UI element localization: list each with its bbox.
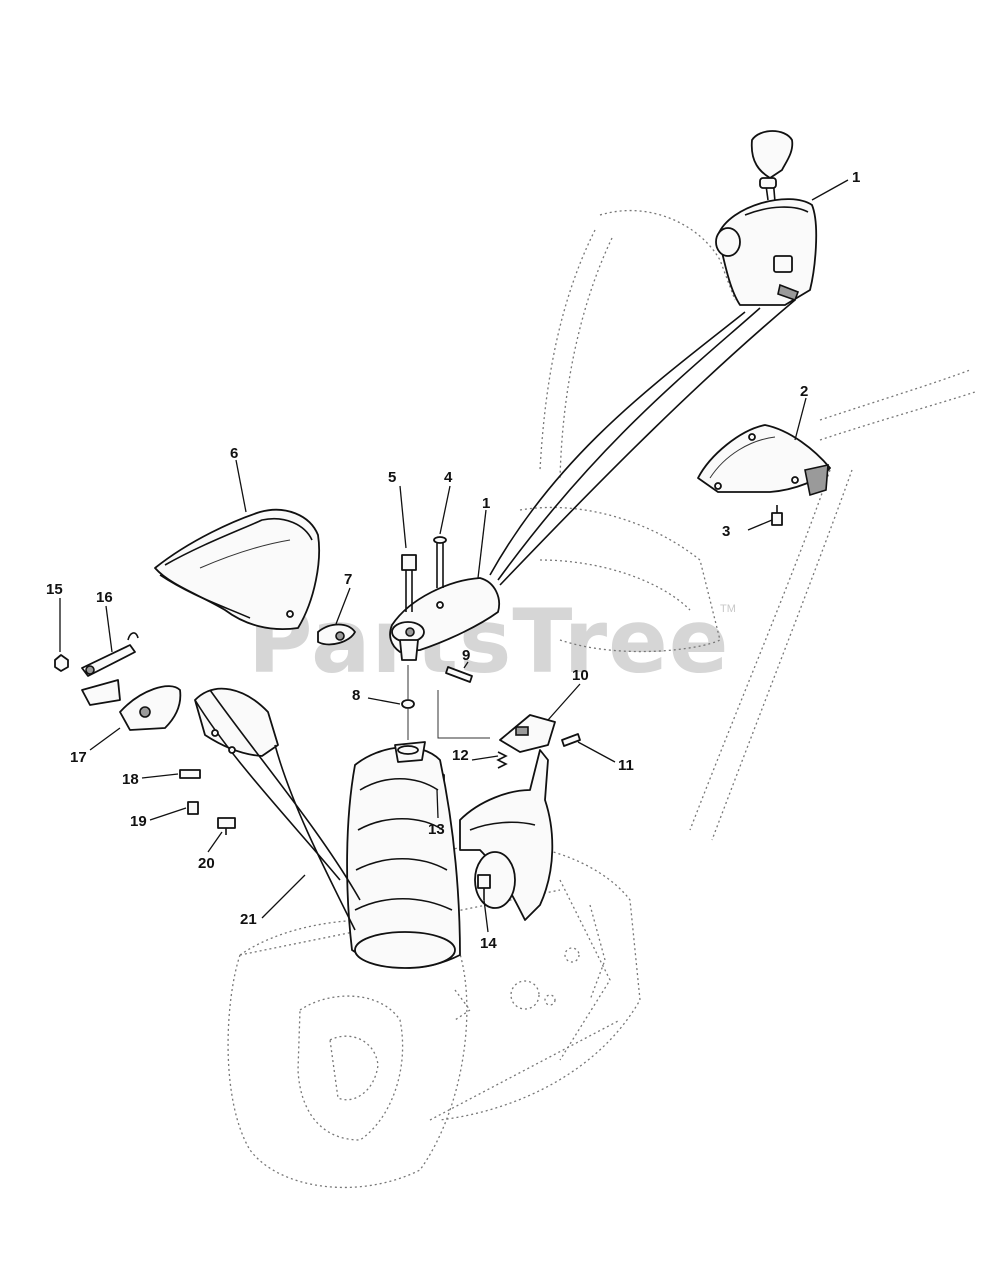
callout-16: 16 xyxy=(96,589,113,606)
leader-lines xyxy=(59,179,849,933)
callout-1-lower: 1 xyxy=(482,495,490,512)
shift-cables xyxy=(489,299,796,586)
bolt-4 xyxy=(433,536,447,588)
callout-15: 15 xyxy=(46,581,63,598)
callout-2: 2 xyxy=(800,383,808,400)
callout-19: 19 xyxy=(130,813,147,830)
callout-4: 4 xyxy=(444,469,453,486)
callout-11: 11 xyxy=(618,757,634,774)
clip-11 xyxy=(561,733,581,747)
callout-5: 5 xyxy=(388,469,396,486)
fastener-19 xyxy=(187,801,199,815)
linkage-rod-16 xyxy=(81,632,139,677)
deflector-knob xyxy=(317,623,356,646)
shift-control-assembly xyxy=(715,130,818,306)
screw-3 xyxy=(771,505,783,526)
chute-deflector xyxy=(154,508,320,630)
callout-9: 9 xyxy=(462,647,470,664)
callout-20: 20 xyxy=(198,855,215,872)
machine-outline-ghost xyxy=(227,209,976,1189)
callout-6: 6 xyxy=(230,445,238,462)
nut-15 xyxy=(54,654,69,672)
callout-7: 7 xyxy=(344,571,352,588)
bracket-17 xyxy=(81,679,182,731)
fastener-20 xyxy=(217,817,236,835)
chute-bracket xyxy=(499,714,556,753)
washer-8 xyxy=(401,665,415,740)
callout-14: 14 xyxy=(480,935,497,952)
bolt-14 xyxy=(477,874,491,900)
pin-9 xyxy=(437,666,490,739)
discharge-chute xyxy=(194,687,461,969)
callout-12: 12 xyxy=(452,747,469,764)
callout-21: 21 xyxy=(240,911,257,928)
callout-1-top: 1 xyxy=(852,169,860,186)
callout-13: 13 xyxy=(428,821,445,838)
callout-10: 10 xyxy=(572,667,589,684)
fastener-18 xyxy=(179,769,201,779)
watermark-trademark: TM xyxy=(720,603,736,615)
callout-8: 8 xyxy=(352,687,360,704)
callout-3: 3 xyxy=(722,523,730,540)
mounting-bracket xyxy=(697,424,831,497)
callout-17: 17 xyxy=(70,749,87,766)
callout-labels: 1 2 3 6 5 4 1 15 16 7 9 10 8 17 12 11 18… xyxy=(46,169,860,952)
chute-mount-pedestal xyxy=(459,749,554,921)
bolt-5 xyxy=(401,554,417,612)
spring-12 xyxy=(496,751,508,769)
chute-tilt-housing xyxy=(389,577,500,661)
callout-18: 18 xyxy=(122,771,139,788)
